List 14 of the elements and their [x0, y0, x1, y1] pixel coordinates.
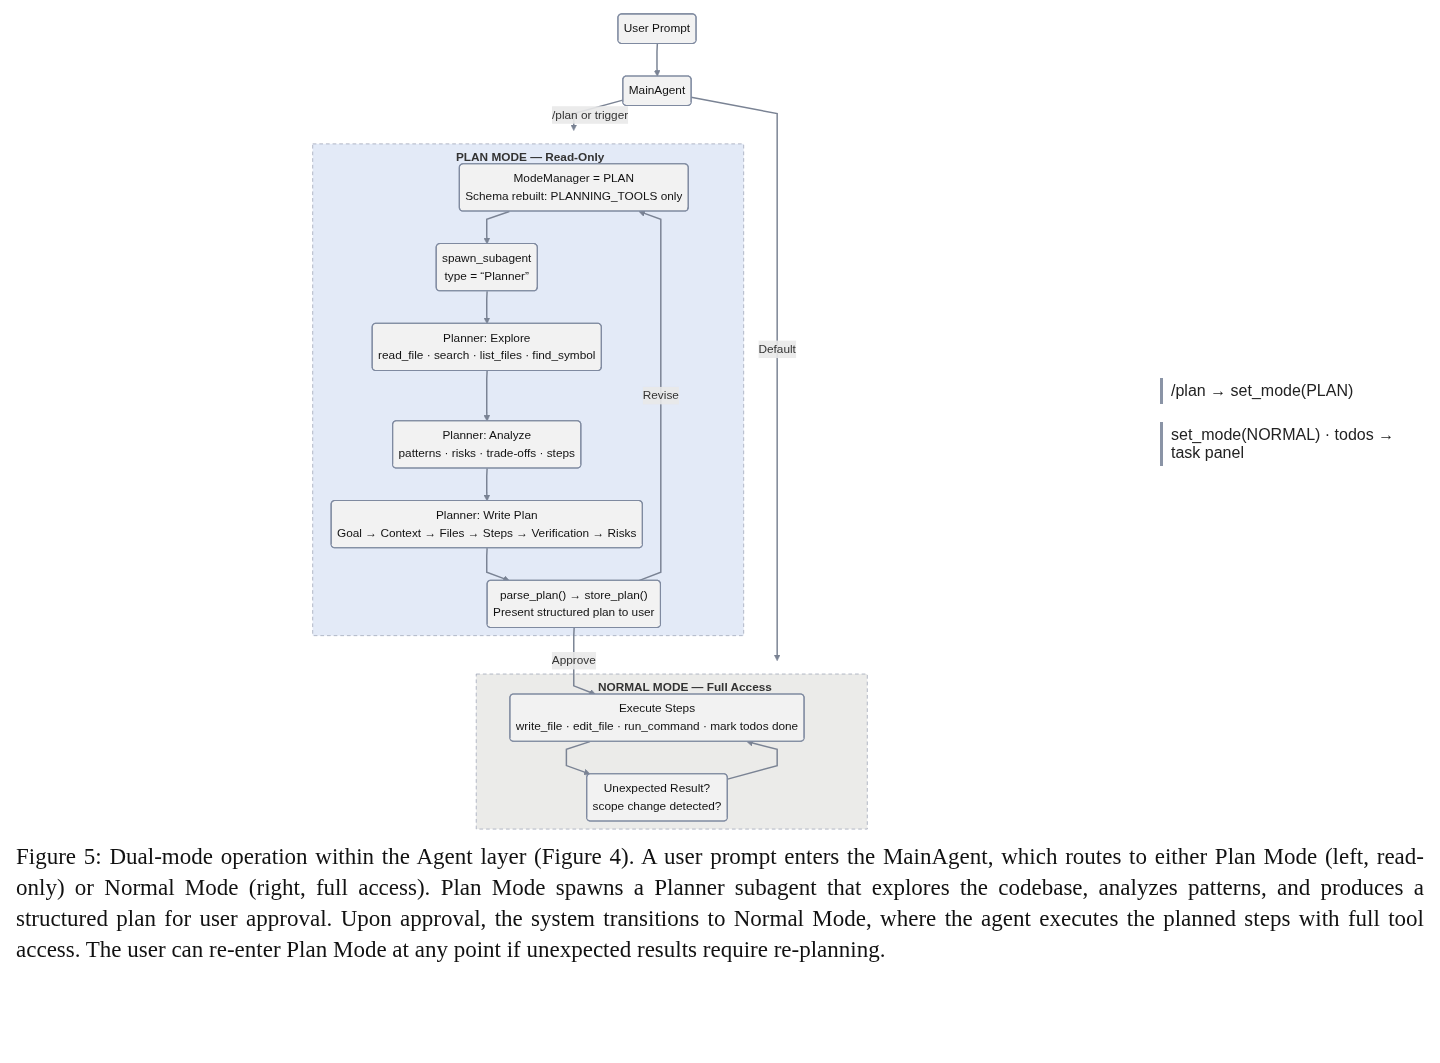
- figure-caption: Figure 5: Dual-mode operation within the Agent layer (Figure 4). A user prompt enters the MainAgent, which routes to either Plan Mode (left, read-only) or Normal Mode (right, full access). Plan Mode spawns a Planner subagent that explores the codebase, analyzes patterns, and produces a structured plan for user approval. Upon approval, the system transitions to Normal Mode, where the agent executes the planned steps with full tool access. The user can re-enter Plan Mode at any point if unexpected results require re-planning.: [15, 843, 1425, 964]
- edge-label: /plan or trigger: [552, 108, 629, 121]
- edge-label: Approve: [551, 654, 596, 667]
- arrow: [483, 370, 491, 422]
- arrow: [565, 740, 591, 776]
- arrow: [483, 467, 491, 502]
- edge-label: Default: [758, 342, 796, 356]
- note-text: set_mode(NORMAL) · todos → task panel: [1160, 421, 1420, 466]
- arrow: [653, 43, 661, 77]
- arrow: [483, 290, 491, 324]
- arrow: [638, 210, 662, 582]
- note-text: /plan → set_mode(PLAN): [1160, 377, 1420, 404]
- edge-label: Revise: [642, 389, 679, 402]
- arrow: [486, 547, 510, 582]
